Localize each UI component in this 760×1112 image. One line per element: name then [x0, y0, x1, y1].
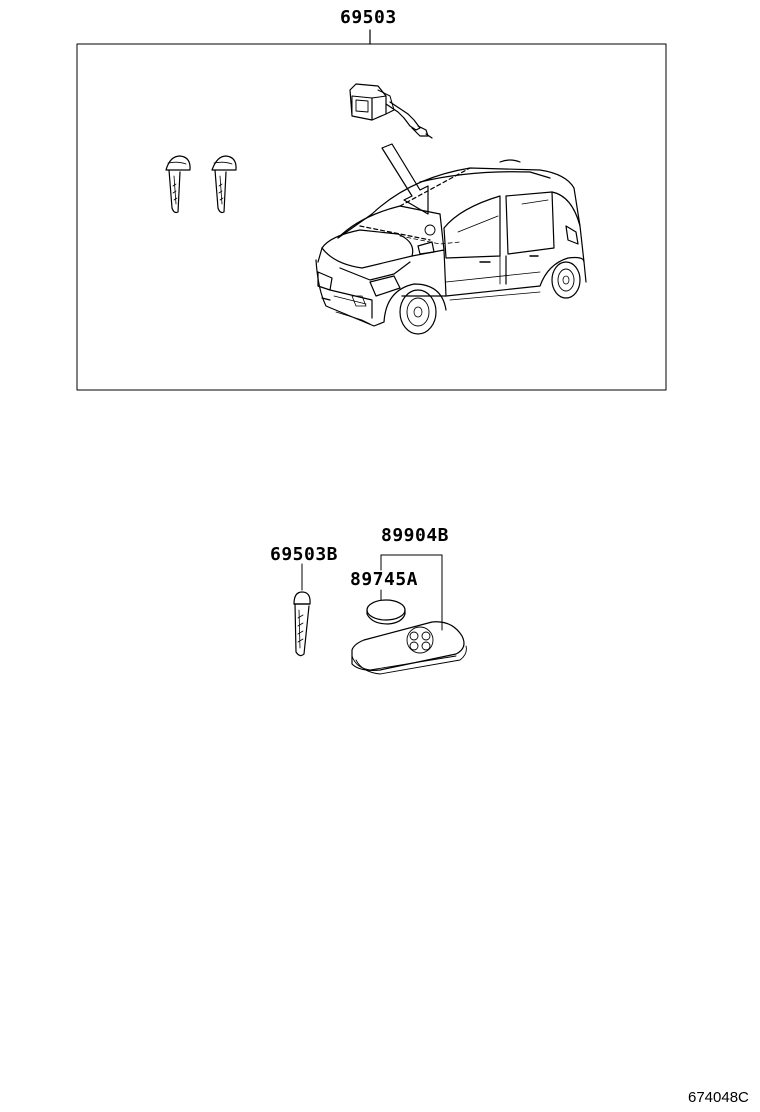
smart-key-transmitter — [351, 621, 467, 675]
location-arrow — [381, 143, 429, 215]
coin-battery — [366, 599, 406, 625]
part-label-key-set: 69503 — [340, 7, 397, 28]
key-set-callout-box — [76, 29, 667, 391]
part-label-battery: 89745A — [350, 569, 419, 590]
figure-code: 674048C — [688, 1089, 749, 1106]
vehicle-outline — [315, 159, 587, 335]
key-blade-single — [293, 563, 311, 657]
part-label-key-blade: 69503B — [270, 544, 339, 565]
transmitter-bracket — [380, 554, 443, 631]
part-label-transmitter-assy: 89904B — [381, 525, 450, 546]
push-start-switch — [349, 83, 433, 139]
key-blade-pair — [165, 155, 237, 214]
